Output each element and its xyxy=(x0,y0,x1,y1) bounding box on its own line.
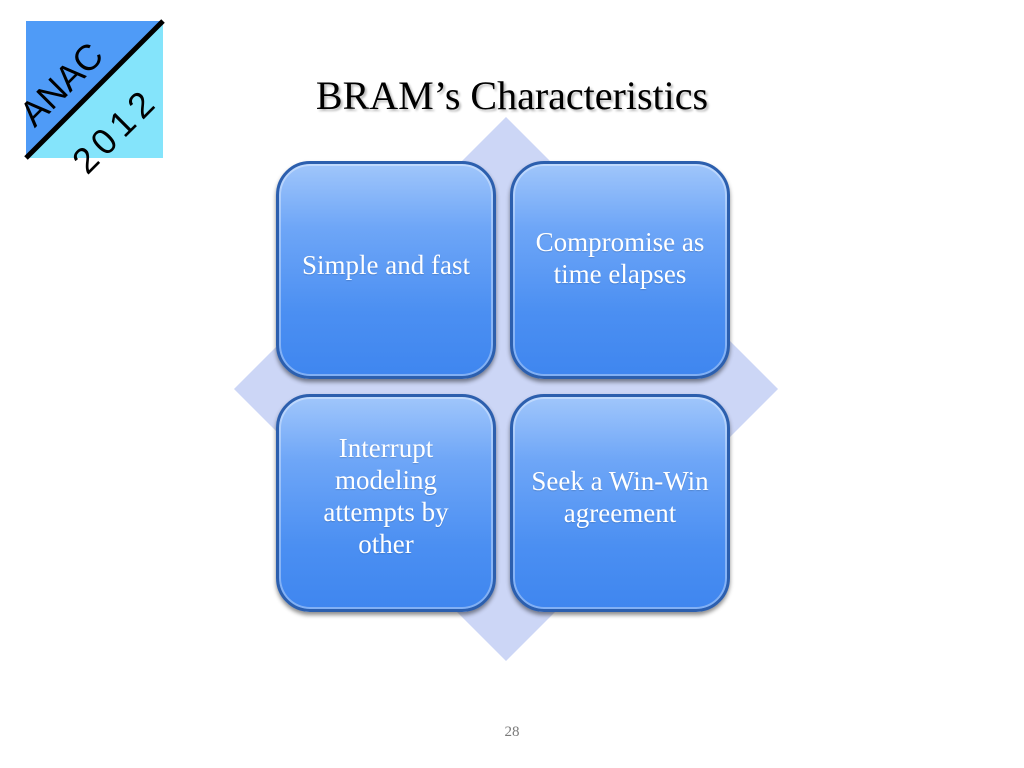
card-text: Simple and fast xyxy=(302,250,470,280)
page-number: 28 xyxy=(504,724,520,740)
card-interrupt-modeling: Interrupt modeling attempts by other xyxy=(276,394,496,612)
card-compromise: Compromise as time elapses xyxy=(510,161,730,379)
card-text: Compromise as time elapses xyxy=(535,227,705,289)
logo-divider xyxy=(24,19,165,160)
anac-2012-logo: ANAC 2012 xyxy=(11,19,166,181)
card-text: Interrupt modeling attempts by other xyxy=(323,433,449,559)
slide-title: BRAM’s Characteristics xyxy=(315,73,709,118)
card-simple-and-fast: Simple and fast xyxy=(276,161,496,379)
card-win-win: Seek a Win-Win agreement xyxy=(510,394,730,612)
card-text: Seek a Win-Win agreement xyxy=(531,466,709,528)
